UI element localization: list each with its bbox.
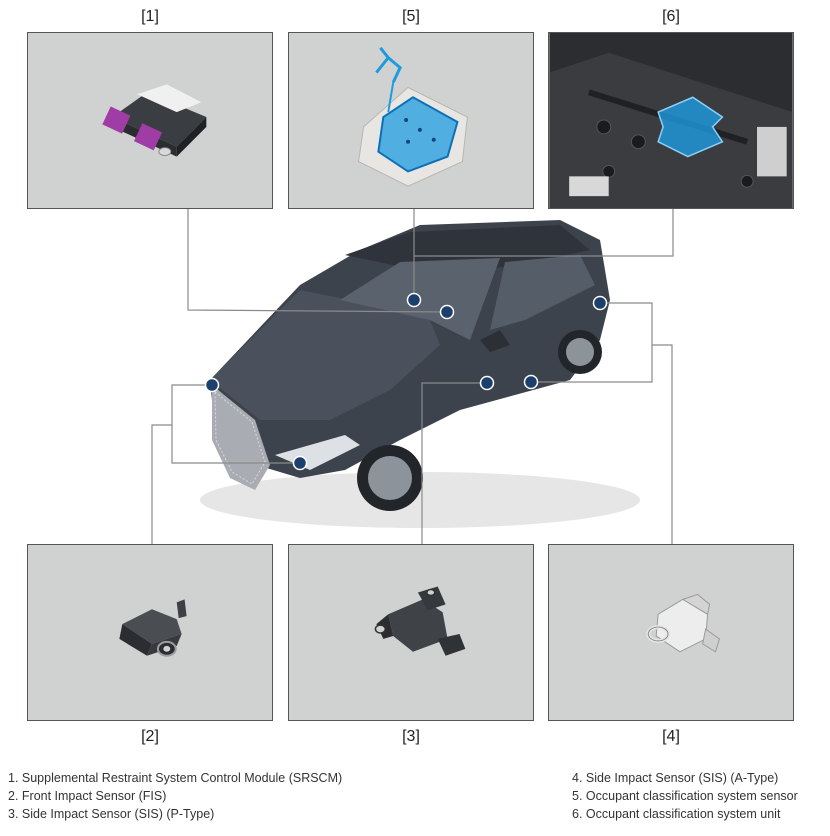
- legend-item-3: 3. Side Impact Sensor (SIS) (P-Type): [8, 807, 215, 821]
- panel-side-impact-sensor-a: [548, 544, 794, 721]
- marker-1: [439, 304, 455, 320]
- leader-line-1: [187, 208, 448, 313]
- legend-item-2: 2. Front Impact Sensor (FIS): [8, 789, 167, 803]
- panel-front-impact-sensor: [27, 544, 273, 721]
- panel-label-3: [3]: [402, 728, 420, 745]
- marker-5: [406, 292, 422, 308]
- marker-3: [479, 375, 495, 391]
- srscm-module-image: [102, 84, 207, 157]
- legend-left: 1. Supplemental Restraint System Control…: [8, 769, 342, 823]
- leader-lines: [151, 208, 674, 545]
- sensor-markers: [204, 292, 608, 471]
- front-impact-sensor-image: [119, 599, 187, 657]
- legend-item-5: 5. Occupant classification system sensor: [572, 789, 798, 803]
- panel-ocs-unit: [548, 32, 794, 209]
- marker-2b: [292, 455, 308, 471]
- side-impact-sensor-a-image: [646, 593, 721, 653]
- legend-item-4: 4. Side Impact Sensor (SIS) (A-Type): [572, 771, 779, 785]
- ocs-unit-image: [549, 33, 793, 208]
- legend-item-6: 6. Occupant classification system unit: [572, 807, 781, 821]
- ocs-sensor-image: [358, 46, 468, 187]
- panel-ocs-sensor: [288, 32, 534, 209]
- marker-2a: [204, 377, 220, 393]
- marker-4a: [592, 295, 608, 311]
- legend-item-1: 1. Supplemental Restraint System Control…: [8, 771, 343, 785]
- marker-4b: [523, 374, 539, 390]
- panel-label-5: [5]: [402, 8, 420, 25]
- car-illustration: [200, 220, 640, 528]
- panel-label-6: [6]: [662, 8, 680, 25]
- leader-line-3: [421, 382, 487, 545]
- panel-side-impact-sensor-p: [288, 544, 534, 721]
- side-impact-sensor-p-image: [374, 586, 466, 656]
- panel-label-1: [1]: [141, 8, 159, 25]
- panel-srscm: [27, 32, 273, 209]
- panel-label-4: [4]: [662, 728, 680, 745]
- leader-line-2b: [151, 424, 172, 545]
- leader-line-6: [414, 208, 674, 257]
- leader-line-2a: [171, 384, 300, 464]
- panel-label-2: [2]: [141, 728, 159, 745]
- leader-line-4a: [531, 302, 653, 383]
- leader-line-4b: [652, 344, 673, 545]
- legend-right: 4. Side Impact Sensor (SIS) (A-Type) 5. …: [572, 769, 798, 823]
